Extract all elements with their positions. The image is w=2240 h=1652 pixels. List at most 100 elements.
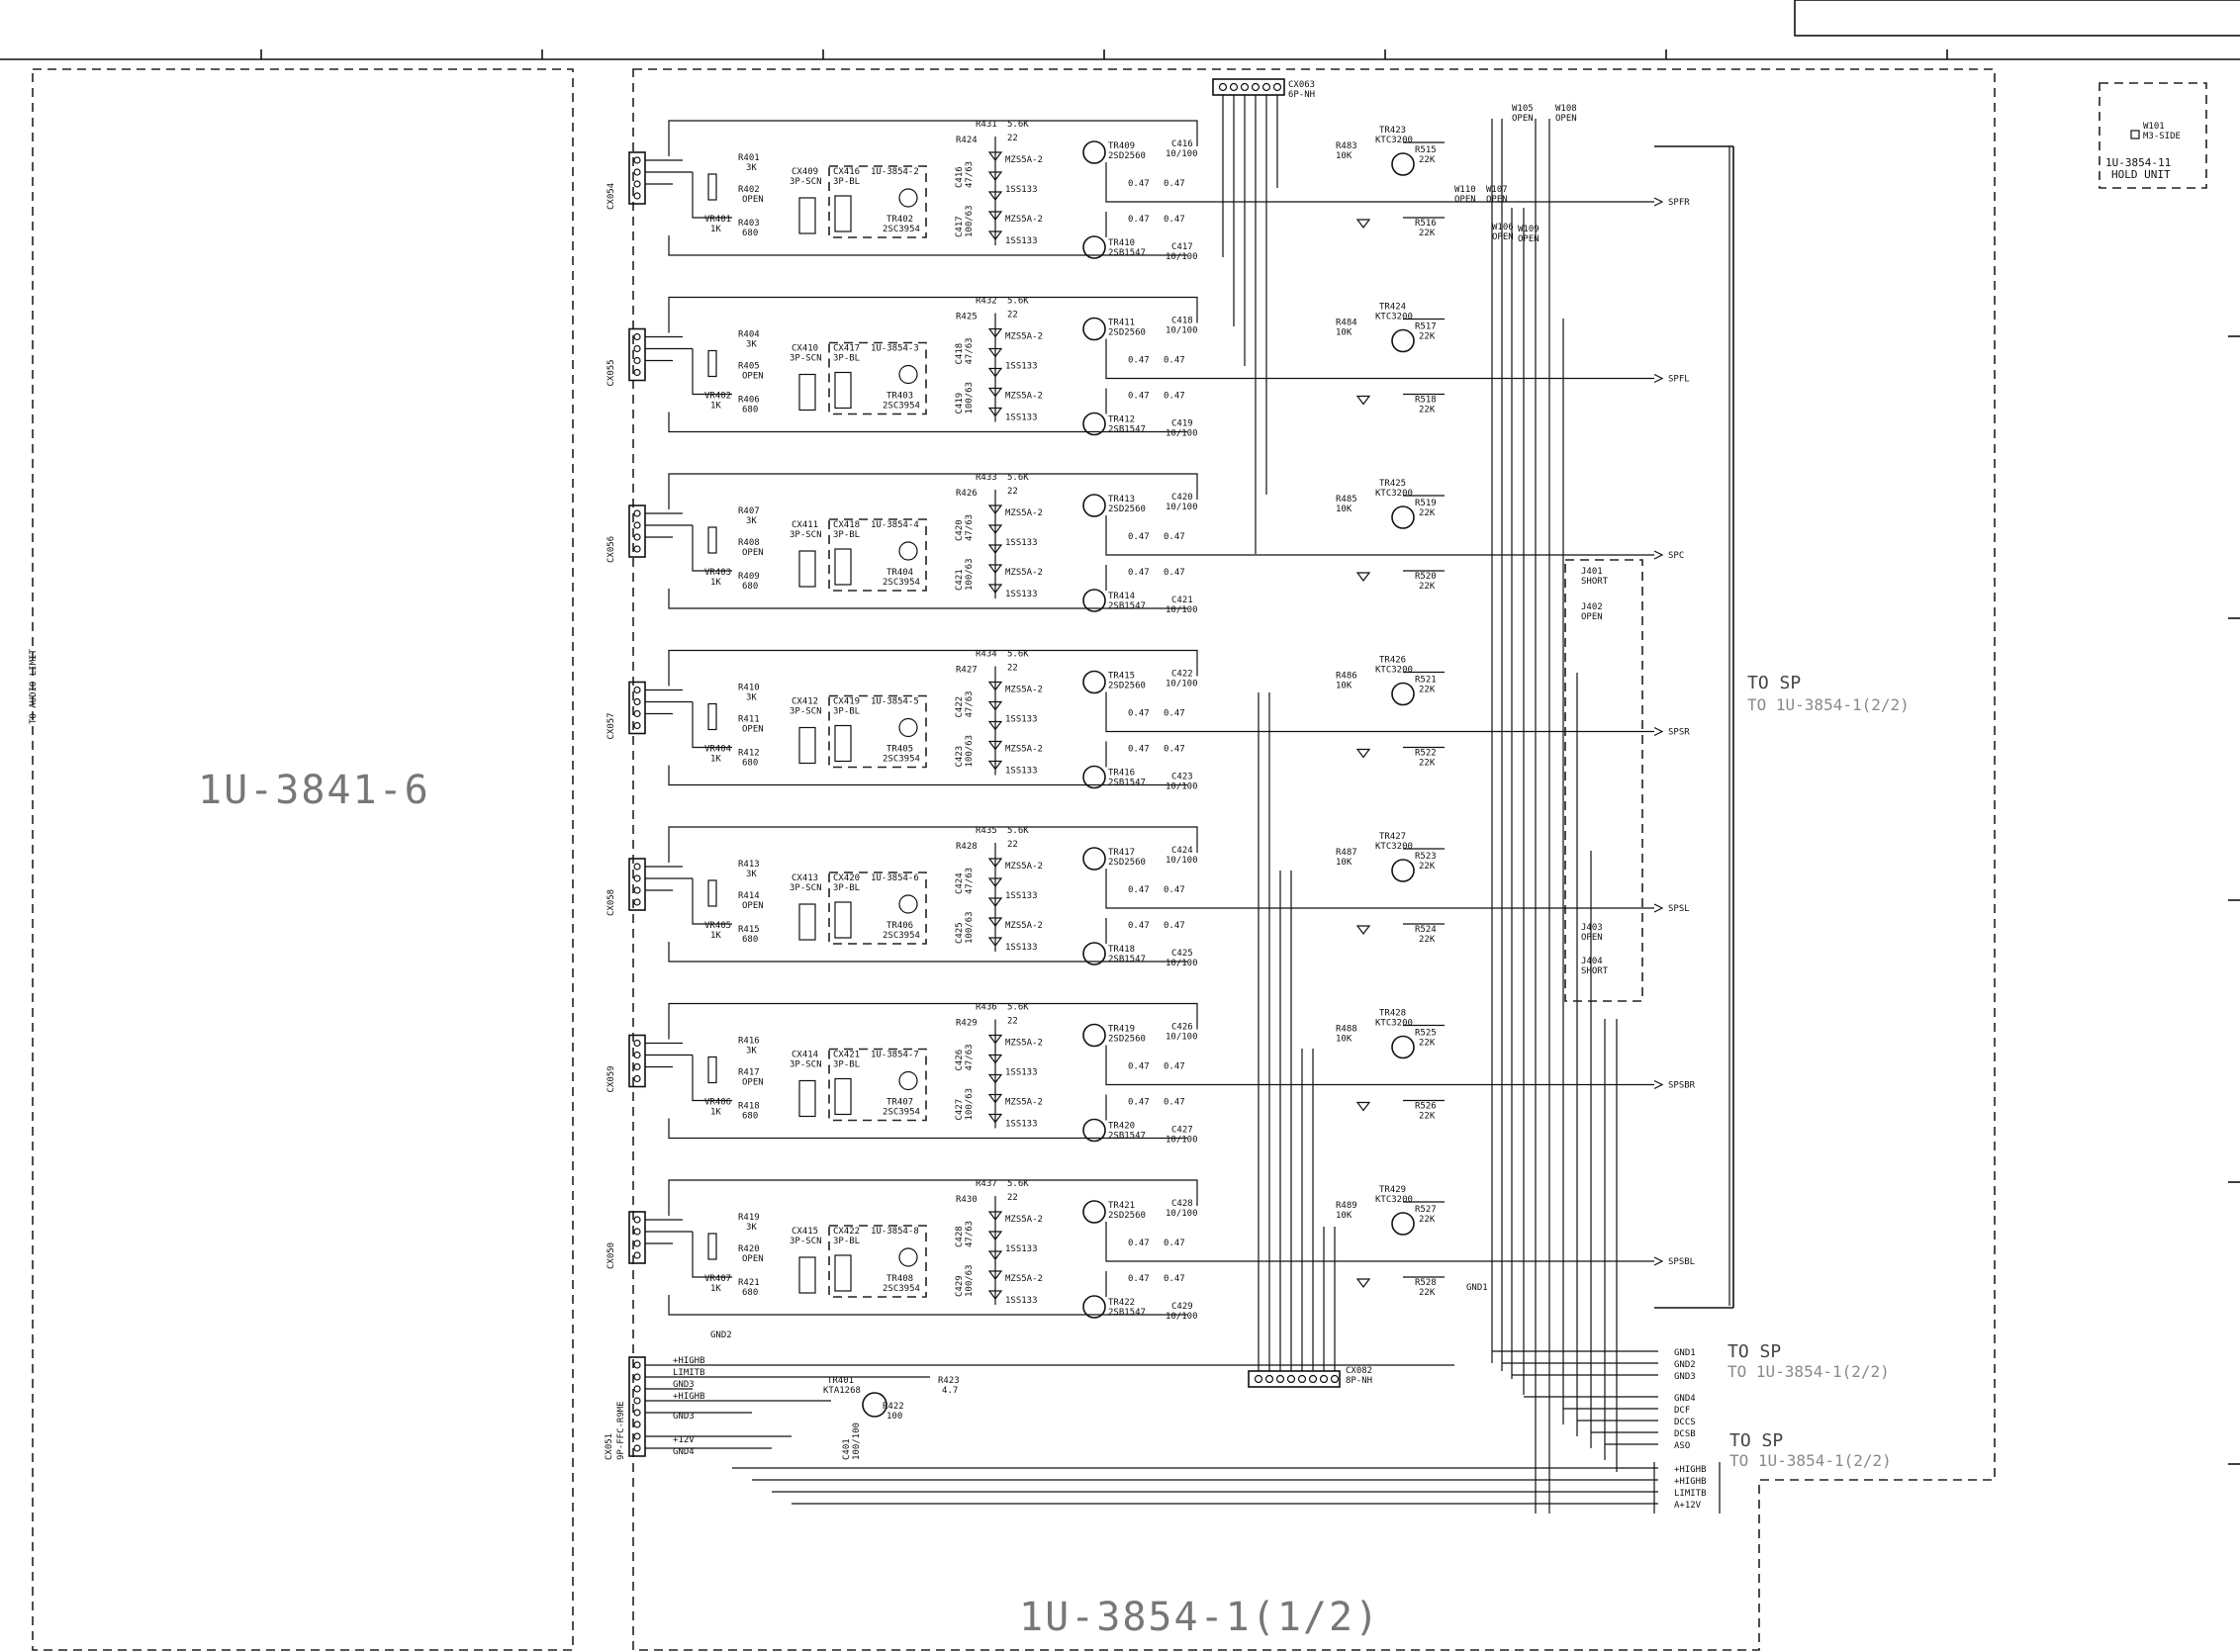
c-bias-2: C419 (955, 393, 965, 414)
left-board-outline (32, 68, 574, 1651)
tr-lo: TR422 (1108, 1298, 1135, 1308)
c-bias-2: C425 (955, 922, 965, 944)
channel-2: CX055VR4021KR4043KR405OPENR406680CX4103P… (607, 297, 1690, 439)
ctl-cv: 100/100 (852, 1423, 862, 1460)
diode: 1SS133 (1005, 891, 1038, 901)
r-sense-value: 10K (1336, 151, 1353, 161)
top-jumpers: W105 OPEN W108 OPEN W110 OPEN W107 OPEN … (1454, 104, 1577, 244)
r-sense-value: 10K (1336, 328, 1353, 338)
c-lo-value: 10/100 (1166, 782, 1198, 792)
cx082-type: 8P-NH (1346, 1376, 1372, 1386)
c-hi: C426 (1171, 1023, 1193, 1033)
out-c-2: LIMITB (1674, 1489, 1707, 1499)
hold-unit-w: W101 (2143, 122, 2165, 132)
channel-1: CX054VR4011KR4013KR402OPENR403680CX4093P… (607, 120, 1690, 262)
r-c-value: 680 (742, 935, 758, 945)
emitter-r-2: 0.47 (1128, 1274, 1150, 1284)
jumper-w106-state: OPEN (1492, 232, 1514, 242)
frame (0, 0, 2240, 1465)
emitter-r-2: 0.47 (1128, 1098, 1150, 1108)
r-b-value: OPEN (742, 1254, 764, 1264)
r-sense: R487 (1336, 848, 1357, 858)
ctl-pin-4: GND3 (673, 1412, 695, 1422)
r-top-value: 5.6K (1007, 1003, 1029, 1013)
r-sense-value: 10K (1336, 682, 1353, 691)
cx-b: CX421 (833, 1051, 860, 1060)
emitter-r-3: 0.47 (1164, 1239, 1185, 1248)
r-out: R523 (1415, 852, 1437, 862)
r-sense-value: 10K (1336, 505, 1353, 514)
emitter-r-4: 0.47 (1164, 215, 1185, 225)
r-b: R402 (738, 185, 760, 195)
ctl-pin-6: GND4 (673, 1447, 695, 1457)
r-b: R408 (738, 538, 760, 548)
r-b-value: OPEN (742, 372, 764, 382)
tr-drv: TR426 (1379, 656, 1406, 666)
gnd1-label: GND1 (1466, 1283, 1488, 1293)
r-a: R419 (738, 1213, 760, 1223)
unit-name: 1U-3854-5 (871, 697, 919, 707)
c-bias-2: C429 (955, 1275, 965, 1297)
tr-hi-type: 2SD2560 (1108, 682, 1146, 691)
emitter-r-3: 0.47 (1164, 1062, 1185, 1072)
vr-value: 1K (710, 1108, 721, 1118)
out-b-1: DCF (1674, 1406, 1690, 1416)
ctl-tr: TR401 (827, 1376, 854, 1386)
vr-value: 1K (710, 755, 721, 765)
c-lo-value: 10/100 (1166, 605, 1198, 615)
jumper-j404: J404 (1581, 957, 1603, 966)
r-a: R410 (738, 684, 760, 693)
r-top-value: 5.6K (1007, 650, 1029, 660)
zener-2: MZS5A-2 (1005, 745, 1043, 755)
r-out: R517 (1415, 322, 1437, 332)
zener-2: MZS5A-2 (1005, 921, 1043, 931)
hold-unit-box: W101 M3-SIDE 1U-3854-11 HOLD UNIT (2099, 82, 2207, 189)
unit-name: 1U-3854-6 (871, 873, 919, 883)
tr-small: TR402 (887, 215, 913, 225)
speaker-output: SPSBL (1668, 1257, 1695, 1267)
c-lo-value: 10/100 (1166, 959, 1198, 968)
r-c: R418 (738, 1102, 760, 1112)
diode-2: 1SS133 (1005, 767, 1038, 777)
c-bias-value: 47/63 (965, 1221, 975, 1247)
r-out: R519 (1415, 499, 1437, 508)
vr-value: 1K (710, 402, 721, 412)
r-a-value: 3K (746, 340, 757, 350)
channel-7: CX050VR4071KR4193KR420OPENR421680CX4153P… (607, 1179, 1695, 1322)
r-bias-value: 22 (1007, 1017, 1018, 1027)
vr-value: 1K (710, 1284, 721, 1294)
tr-drv-type: KTC3200 (1375, 313, 1413, 322)
r-a: R404 (738, 330, 760, 340)
jumper-w109-state: OPEN (1518, 234, 1540, 244)
connector-cx063: CX063 6P-NH (1212, 78, 1315, 100)
r-bias-value: 22 (1007, 840, 1018, 850)
vr-value: 1K (710, 578, 721, 588)
emitter-r-4: 0.47 (1164, 921, 1185, 931)
r-a-value: 3K (746, 163, 757, 173)
diode: 1SS133 (1005, 362, 1038, 372)
ctl-r2: R422 (883, 1402, 904, 1412)
cx-a-type: 3P-SCN (790, 354, 822, 364)
r-b-value: OPEN (742, 725, 764, 735)
tr-lo-type: 2SB1547 (1108, 601, 1146, 611)
r-c-value: 680 (742, 759, 758, 769)
diode-2: 1SS133 (1005, 413, 1038, 423)
r-sense: R486 (1336, 672, 1357, 682)
diode: 1SS133 (1005, 715, 1038, 725)
cx-a-type: 3P-SCN (790, 1060, 822, 1070)
ctl-c: C401 (842, 1438, 852, 1460)
c-lo: C417 (1171, 242, 1193, 252)
r-top: R436 (976, 1003, 997, 1013)
out-c-3: A+12V (1674, 1501, 1702, 1511)
r-a: R416 (738, 1037, 760, 1047)
c-lo: C423 (1171, 773, 1193, 782)
cx-b: CX418 (833, 520, 860, 530)
vertical-bus (1222, 95, 1730, 1514)
cx063-name: CX063 (1288, 80, 1315, 90)
tr-lo-type: 2SB1547 (1108, 1308, 1146, 1318)
tr-drv-type: KTC3200 (1375, 666, 1413, 676)
zener: MZS5A-2 (1005, 508, 1043, 518)
tr-drv: TR424 (1379, 303, 1406, 313)
emitter-r-2: 0.47 (1128, 215, 1150, 225)
tr-lo: TR414 (1108, 592, 1135, 601)
